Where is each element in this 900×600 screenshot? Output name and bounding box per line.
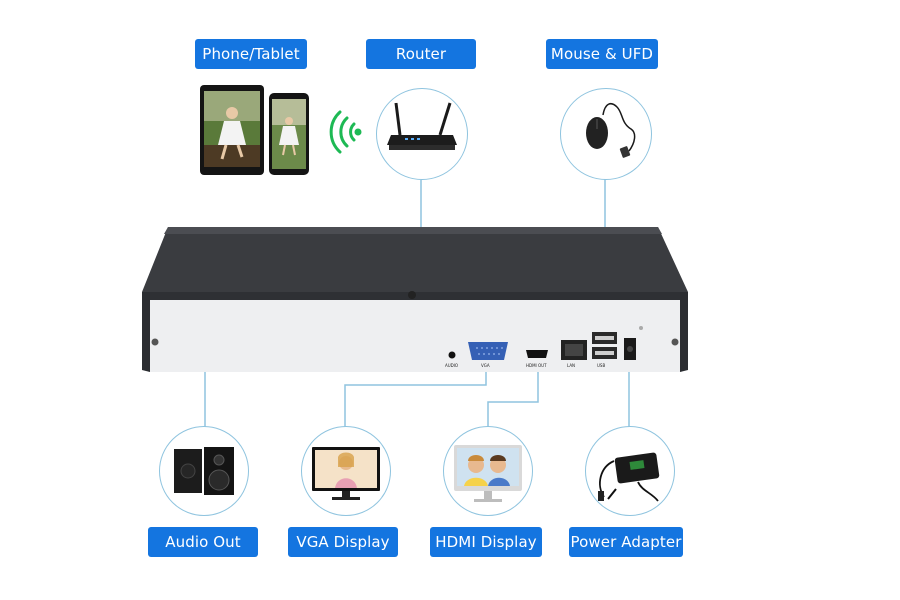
mouse-circle <box>560 88 652 180</box>
speaker-icon <box>174 447 234 495</box>
vga-port <box>468 342 508 360</box>
router-circle <box>376 88 468 180</box>
hdmi-monitor-icon <box>454 445 522 502</box>
vga-display-label: VGA Display <box>288 527 398 557</box>
hdmi-display-label: HDMI Display <box>430 527 542 557</box>
router-label: Router <box>366 39 476 69</box>
phone-tablet-label: Phone/Tablet <box>195 39 307 69</box>
audio-port-label: AUDIO <box>445 363 459 368</box>
power-adapter-icon <box>598 452 660 502</box>
hdmi-port <box>526 350 548 358</box>
wifi-icon <box>329 110 362 154</box>
phone-image <box>269 93 309 175</box>
power-adapter-label: Power Adapter <box>569 527 683 557</box>
speaker-circle <box>159 426 249 516</box>
vga-monitor-icon <box>312 447 380 500</box>
hdmi-monitor-circle <box>443 426 533 516</box>
audio-out-label: Audio Out <box>148 527 258 557</box>
usb-port-label: USB <box>597 363 606 368</box>
tablet-image <box>200 85 264 175</box>
router-icon <box>387 102 457 150</box>
hdmi-line <box>487 366 539 427</box>
mouse-icon <box>586 102 636 158</box>
power-adapter-circle <box>585 426 675 516</box>
vga-port-label: VGA <box>481 363 490 368</box>
nvr-device <box>142 227 688 372</box>
hdmi-port-label: HDMI OUT <box>526 363 547 368</box>
audio-port <box>448 351 456 359</box>
vga-line <box>344 368 487 427</box>
mouse-ufd-label: Mouse & UFD <box>546 39 658 69</box>
lan-port-label: LAN <box>567 363 576 368</box>
vga-monitor-circle <box>301 426 391 516</box>
